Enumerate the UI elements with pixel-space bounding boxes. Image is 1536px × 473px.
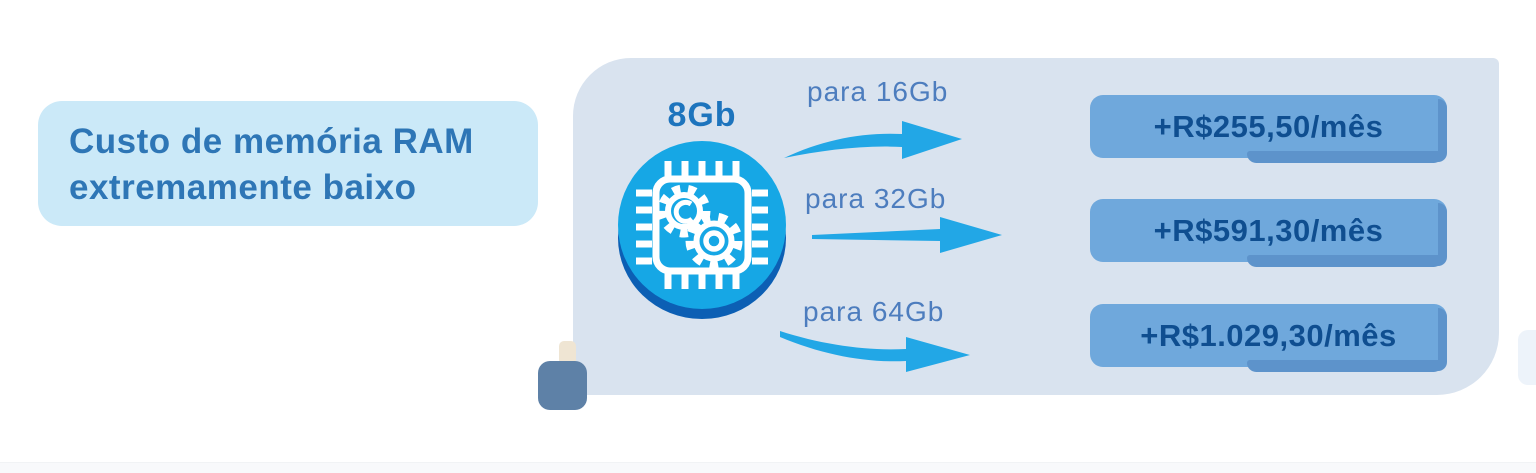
upgrade-label-16gb: para 16Gb bbox=[807, 76, 949, 107]
arrow-to-16gb-icon bbox=[784, 121, 962, 159]
headline-line2: extremamente baixo bbox=[69, 168, 417, 207]
price-badge-64gb: +R$1.029,30/mês bbox=[1090, 304, 1447, 372]
price-badge-32gb: +R$591,30/mês bbox=[1090, 199, 1447, 267]
upgrade-label-64gb: para 64Gb bbox=[803, 296, 945, 327]
decorative-square bbox=[538, 361, 587, 410]
gear-small bbox=[657, 184, 711, 238]
gear-large bbox=[685, 212, 743, 270]
headline-card: Custo de memória RAM extremamente baixo bbox=[38, 101, 538, 226]
arrow-to-32gb-icon bbox=[812, 217, 1002, 253]
upgrade-label-32gb: para 32Gb bbox=[805, 183, 947, 214]
price-text-32gb: +R$591,30/mês bbox=[1153, 213, 1384, 248]
chip-pins bbox=[636, 161, 768, 289]
arrow-to-64gb-icon bbox=[780, 331, 970, 372]
source-ram-label: 8Gb bbox=[667, 96, 737, 134]
right-edge-decoration bbox=[1518, 330, 1536, 385]
decorative-tab bbox=[559, 341, 576, 365]
price-text-64gb: +R$1.029,30/mês bbox=[1140, 318, 1397, 353]
price-text-16gb: +R$255,50/mês bbox=[1153, 109, 1384, 144]
headline-line1: Custo de memória RAM bbox=[69, 122, 474, 161]
price-badge-16gb: +R$255,50/mês bbox=[1090, 95, 1447, 163]
cpu-chip-icon bbox=[618, 141, 786, 319]
next-section-divider bbox=[0, 462, 1536, 473]
